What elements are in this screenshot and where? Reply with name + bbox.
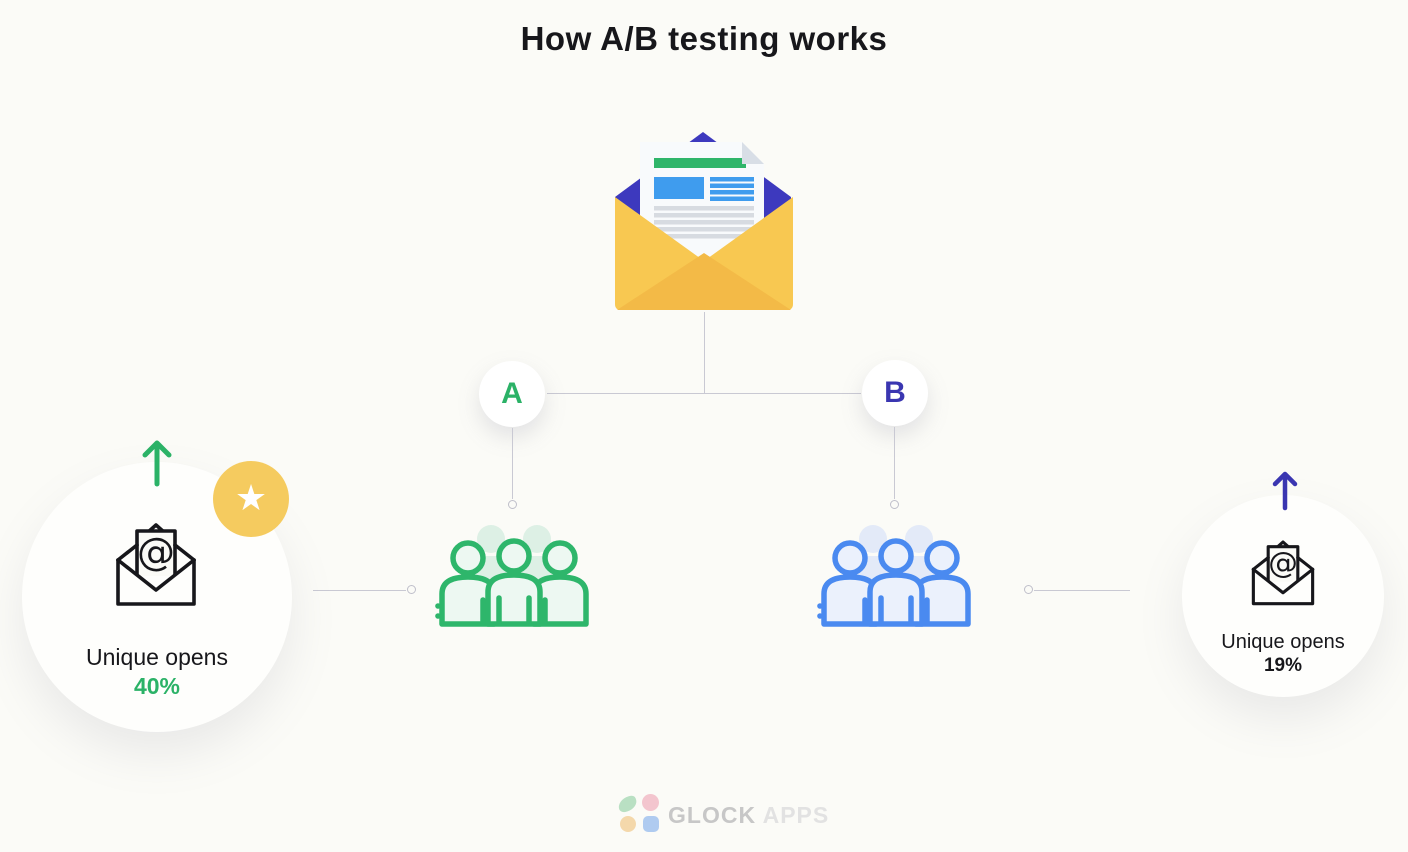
connector-result-b bbox=[1034, 590, 1130, 591]
audience-group-a-icon bbox=[435, 525, 589, 627]
brand-name-secondary: APPS bbox=[762, 802, 830, 828]
logo-pink-dot-icon bbox=[642, 794, 659, 811]
logo-orange-dot-icon bbox=[620, 816, 636, 832]
svg-text:@: @ bbox=[1268, 545, 1298, 580]
connector-b-to-audience bbox=[894, 427, 895, 499]
connector-result-a-dot bbox=[407, 585, 416, 594]
connector-result-a bbox=[313, 590, 406, 591]
email-at-icon: @ bbox=[1251, 540, 1315, 606]
result-a-label: Unique opens bbox=[86, 644, 228, 670]
svg-text:@: @ bbox=[137, 530, 175, 574]
connector-result-b-dot bbox=[1024, 585, 1033, 594]
variant-a-circle: A bbox=[479, 361, 545, 427]
result-b-label: Unique opens bbox=[1221, 631, 1345, 653]
brand-wordmark: GLOCK APPS bbox=[668, 802, 829, 829]
result-b-circle: @ Unique opens 19% bbox=[1182, 495, 1384, 697]
page-title: How A/B testing works bbox=[520, 20, 888, 57]
email-at-icon: @ bbox=[116, 523, 196, 606]
winner-star-badge: ★ bbox=[213, 461, 289, 537]
result-a-value: 40% bbox=[133, 673, 181, 699]
brand-name-primary: GLOCK bbox=[668, 802, 757, 828]
variant-b-label: B bbox=[884, 376, 906, 409]
connector-split-horizontal bbox=[547, 393, 861, 394]
logo-leaf-icon bbox=[616, 794, 639, 814]
newsletter-envelope-icon bbox=[615, 132, 793, 310]
audience-group-b-icon bbox=[817, 525, 971, 627]
connector-a-to-audience bbox=[512, 428, 513, 499]
connector-envelope-to-split bbox=[704, 312, 705, 393]
variant-a-label: A bbox=[501, 377, 523, 410]
glockapps-logo-icon bbox=[616, 794, 662, 834]
variant-b-circle: B bbox=[862, 360, 928, 426]
connector-a-end-dot bbox=[508, 500, 517, 509]
up-arrow-a-icon bbox=[142, 440, 172, 487]
result-b-value: 19% bbox=[1263, 655, 1303, 676]
star-icon: ★ bbox=[234, 478, 268, 519]
connector-b-end-dot bbox=[890, 500, 899, 509]
logo-blue-square-icon bbox=[643, 816, 659, 832]
up-arrow-b-icon bbox=[1272, 471, 1298, 511]
